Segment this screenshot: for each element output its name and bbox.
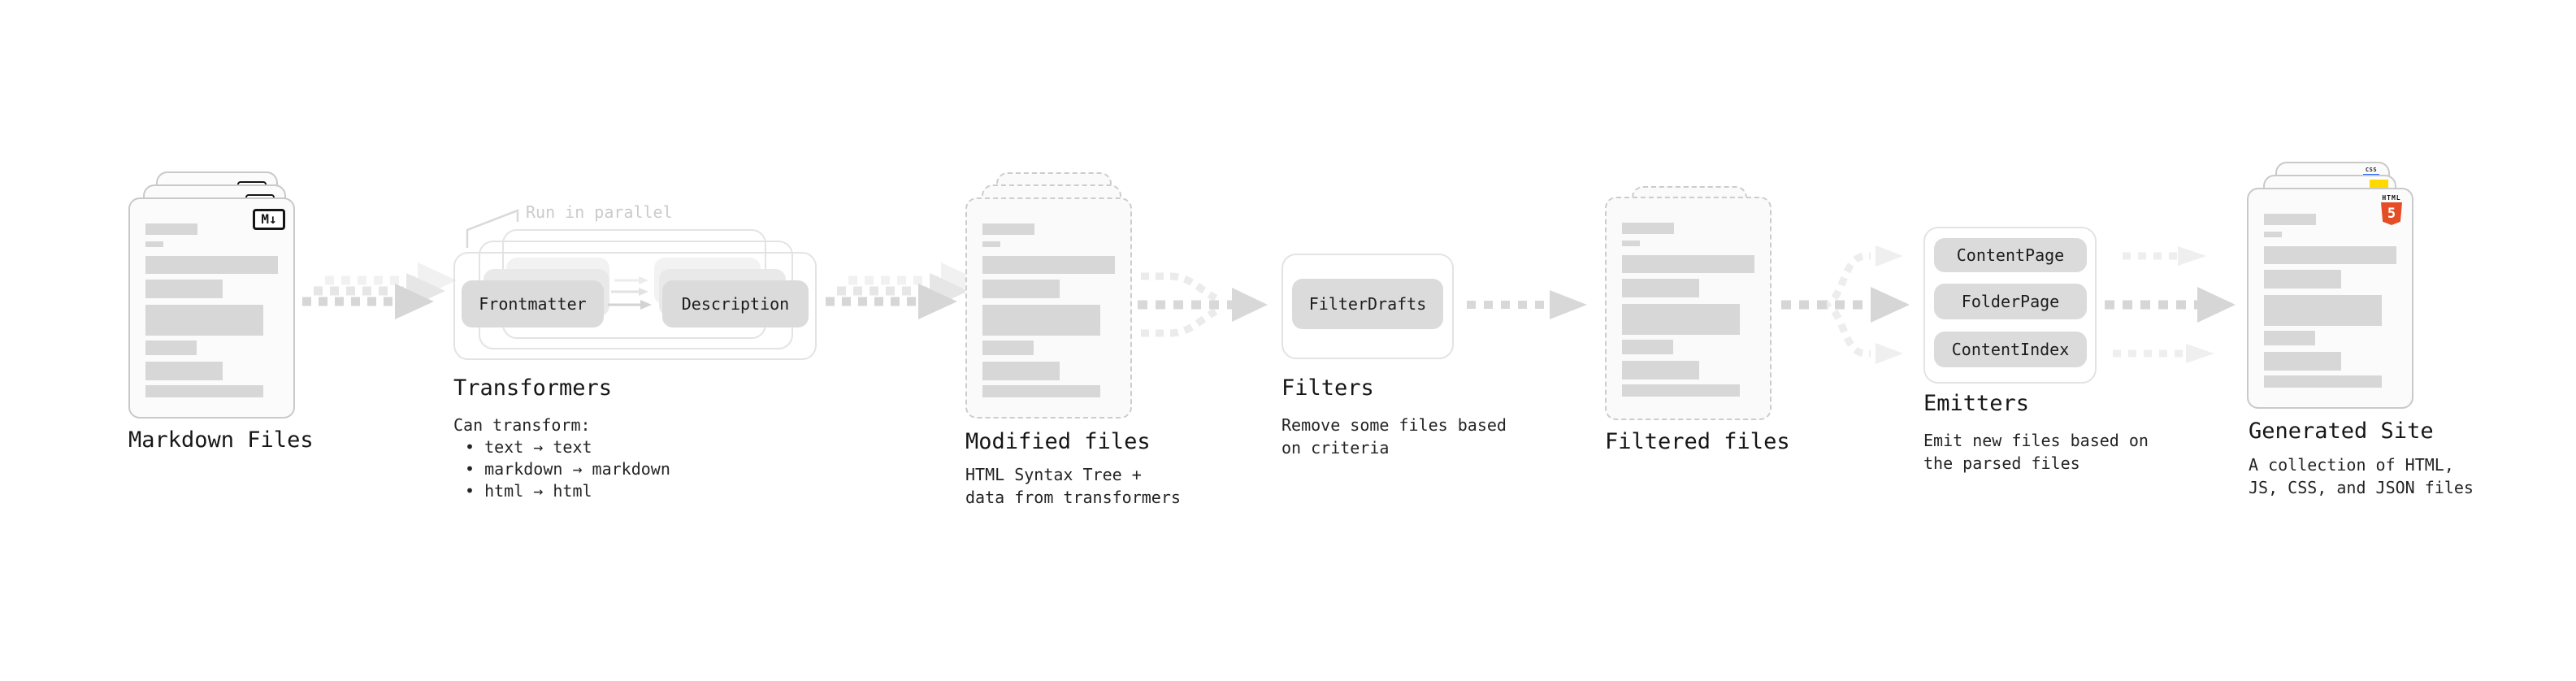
doc-text-line xyxy=(982,305,1100,336)
doc-text-line xyxy=(982,362,1060,380)
transformers-desc-title: Can transform: xyxy=(453,415,591,435)
doc-text-line xyxy=(2264,232,2282,237)
transformers-bullet: • markdown → markdown xyxy=(465,459,670,479)
doc-text-line xyxy=(2264,214,2316,225)
html5-badge-number: 5 xyxy=(2387,206,2396,222)
filtered-files-label: Filtered files xyxy=(1605,429,1790,454)
filter-drafts-pill: FilterDrafts xyxy=(1292,279,1443,329)
filters-frame xyxy=(1281,254,1454,359)
arrow-emitters-to-site xyxy=(2105,246,2236,363)
doc-text-line xyxy=(982,280,1060,298)
markdown-file-page-front: M↓ xyxy=(128,197,295,419)
doc-text-line xyxy=(1622,361,1699,380)
filters-label: Filters xyxy=(1281,375,1374,401)
generated-site-label: Generated Site xyxy=(2249,419,2434,444)
emitters-frame xyxy=(1923,227,2097,384)
doc-text-line xyxy=(1622,340,1673,354)
site-page-html: HTML 5 xyxy=(2247,188,2413,409)
arrow-modified-to-filters xyxy=(1138,272,1268,337)
doc-text-line xyxy=(2264,246,2396,264)
doc-text-line xyxy=(145,362,223,380)
css-badge-label: CSS xyxy=(2365,167,2378,173)
run-in-parallel-note: Run in parallel xyxy=(526,202,673,222)
doc-text-line xyxy=(2264,352,2341,371)
doc-text-line xyxy=(145,340,197,355)
emitter-folderpage-pill: FolderPage xyxy=(1934,284,2087,319)
modified-file-page-front xyxy=(965,197,1132,419)
arrow-markdown-to-transformers xyxy=(302,262,457,319)
transformers-bullet: • html → html xyxy=(465,481,592,501)
doc-text-line xyxy=(1622,304,1740,335)
transformer-frame-front xyxy=(453,252,817,360)
transformer-frontmatter-pill: Frontmatter xyxy=(462,280,604,327)
modified-files-desc: HTML Syntax Tree + data from transformer… xyxy=(965,465,1181,507)
doc-text-lines xyxy=(982,223,1115,409)
html5-badge-shield: 5 xyxy=(2381,202,2402,225)
doc-text-lines xyxy=(145,223,278,409)
doc-text-line xyxy=(2264,331,2315,345)
filtered-file-page-front xyxy=(1605,197,1772,420)
doc-text-line xyxy=(145,223,197,235)
doc-text-lines xyxy=(2264,214,2396,399)
doc-text-line xyxy=(982,223,1034,235)
doc-text-lines xyxy=(1622,223,1754,410)
emitters-desc: Emit new files based on the parsed files xyxy=(1923,431,2149,473)
arrow-filtered-to-emitters xyxy=(1781,245,1910,364)
arrow-filters-to-filtered xyxy=(1467,290,1587,319)
doc-text-line xyxy=(982,385,1100,397)
modified-files-label: Modified files xyxy=(965,429,1151,454)
transformers-label: Transformers xyxy=(453,375,613,401)
doc-text-line xyxy=(2264,375,2382,388)
parallel-mini-arrows xyxy=(608,276,652,310)
markdown-icon: M↓ xyxy=(253,209,285,230)
doc-text-line xyxy=(1622,241,1640,246)
doc-text-line xyxy=(145,385,263,397)
html5-badge-word: HTML xyxy=(2382,194,2401,202)
emitters-label: Emitters xyxy=(1923,391,2030,416)
generated-site-desc: A collection of HTML, JS, CSS, and JSON … xyxy=(2249,455,2474,497)
transformer-description-pill: Description xyxy=(662,280,809,327)
doc-text-line xyxy=(145,280,223,298)
doc-text-line xyxy=(145,305,263,336)
doc-text-line xyxy=(982,340,1034,355)
doc-text-line xyxy=(982,241,1000,247)
filters-desc: Remove some files based on criteria xyxy=(1281,415,1507,458)
doc-text-line xyxy=(145,256,278,274)
emitter-contentpage-pill: ContentPage xyxy=(1934,238,2087,272)
markdown-files-label: Markdown Files xyxy=(128,427,314,453)
doc-text-line xyxy=(1622,223,1674,234)
doc-text-line xyxy=(2264,270,2341,288)
doc-text-line xyxy=(982,256,1115,274)
run-in-parallel-leader-line xyxy=(466,209,519,248)
doc-text-line xyxy=(1622,255,1754,273)
doc-text-line xyxy=(2264,295,2382,326)
doc-text-line xyxy=(1622,384,1740,397)
js-badge xyxy=(2370,180,2388,190)
emitter-contentindex-pill: ContentIndex xyxy=(1934,332,2087,367)
doc-text-line xyxy=(1622,279,1699,297)
arrow-transformers-to-modified xyxy=(826,262,980,319)
transformers-bullet: • text → text xyxy=(465,437,592,457)
html5-badge: HTML 5 xyxy=(2380,194,2403,225)
doc-text-line xyxy=(145,241,163,247)
